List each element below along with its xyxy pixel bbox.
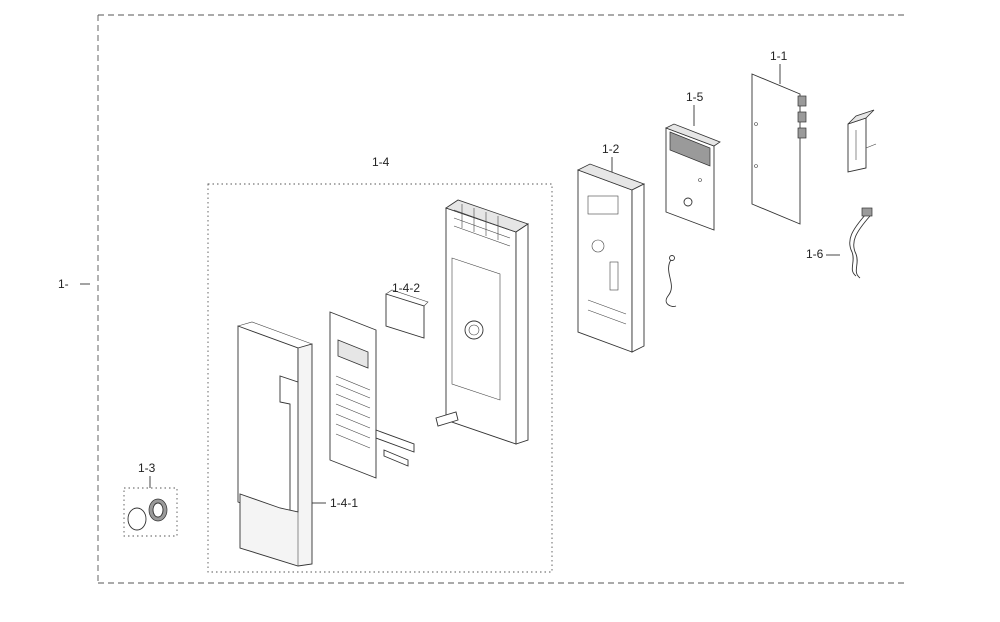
root-label-group: 1- xyxy=(58,277,90,291)
front-frame-part xyxy=(435,199,529,445)
wire-harness-part: 1-6 xyxy=(806,207,873,279)
knob-part: 1-3 xyxy=(123,461,178,537)
label-panel-assembly: 1-4 xyxy=(372,155,390,169)
label-window: 1-4-2 xyxy=(392,281,420,295)
outer-boundary xyxy=(97,14,905,584)
label-bracket: 1-2 xyxy=(602,142,620,156)
label-knob: 1-3 xyxy=(138,461,156,475)
label-wire-harness: 1-6 xyxy=(806,247,824,261)
label-root: 1- xyxy=(58,277,69,291)
main-board-part: 1-1 xyxy=(751,49,807,225)
label-panel-cover: 1-4-1 xyxy=(330,496,358,510)
panel-cover-part: 1-4-1 xyxy=(237,321,358,567)
label-display-board: 1-5 xyxy=(686,90,704,104)
control-panel-sheet xyxy=(329,311,415,479)
mounting-bracket-part xyxy=(847,109,877,173)
window-part: 1-4-2 xyxy=(385,281,429,339)
display-board-part: 1-5 xyxy=(665,90,721,231)
panel-assembly-box: 1-4 xyxy=(207,155,553,573)
label-board-main: 1-1 xyxy=(770,49,788,63)
wire-lead-small xyxy=(665,255,677,307)
bracket-part: 1-2 xyxy=(576,142,646,353)
